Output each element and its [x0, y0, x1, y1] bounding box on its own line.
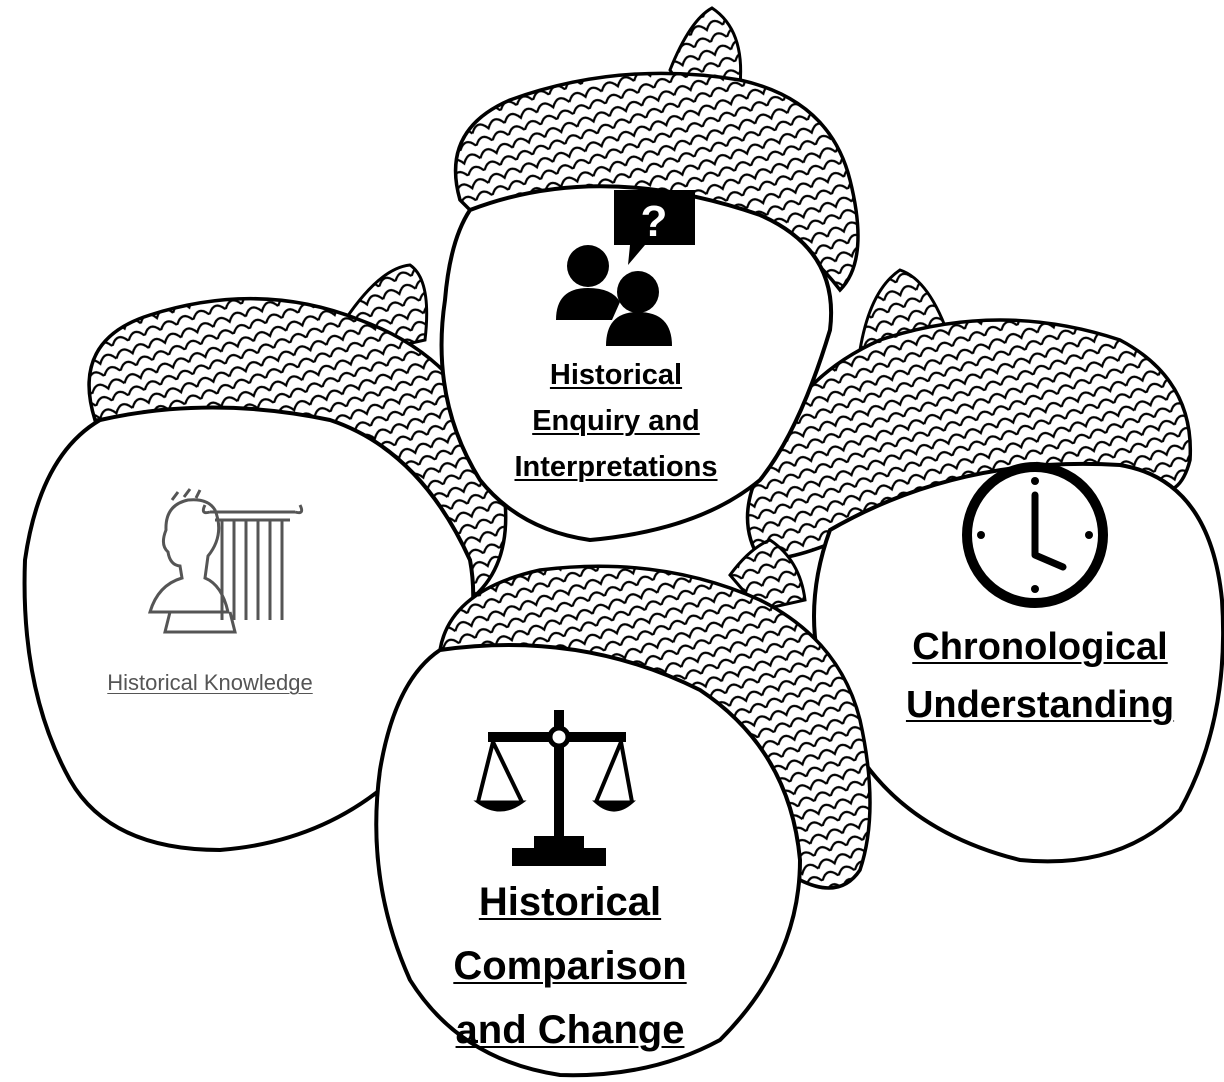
balance-scale-icon — [473, 710, 636, 866]
label-historical-enquiry: Historical Enquiry and Interpretations — [470, 352, 762, 490]
label-line: Interpretations — [514, 451, 718, 483]
acorn-knowledge — [22, 263, 508, 853]
roman-bust-column-icon — [147, 488, 304, 634]
label-line: and Change — [455, 1008, 685, 1052]
svg-text:?: ? — [641, 197, 668, 246]
clock-icon — [962, 462, 1108, 608]
acorn-enquiry — [439, 6, 860, 543]
acorn-cap — [745, 318, 1193, 562]
label-chronological-understanding: Chronological Understanding — [880, 618, 1200, 734]
acorn-chronological — [745, 268, 1224, 864]
label-line: Enquiry and — [532, 405, 700, 437]
acorn-stem — [728, 538, 807, 612]
label-line: Comparison — [453, 944, 687, 988]
label-line: Understanding — [905, 684, 1175, 726]
acorn-nut — [22, 405, 476, 853]
label-historical-knowledge: Historical Knowledge — [60, 668, 360, 698]
label-line: Historical — [549, 359, 683, 391]
label-line: Historical Knowledge — [107, 670, 313, 695]
people-question-icon: ? — [556, 190, 695, 346]
acorn-nut — [439, 184, 834, 543]
label-line: Chronological — [912, 626, 1168, 668]
label-line: Historical — [478, 880, 662, 924]
label-historical-comparison: Historical Comparison and Change — [420, 870, 720, 1062]
